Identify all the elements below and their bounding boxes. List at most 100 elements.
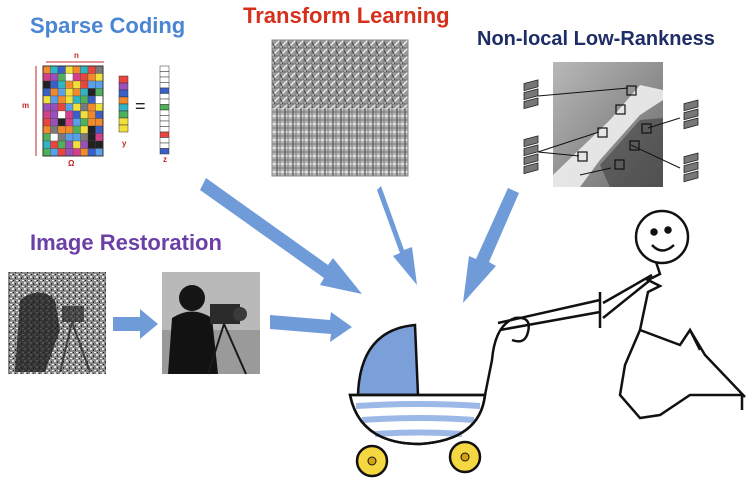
z-vector-cell [160, 99, 169, 105]
arrow-denoise [113, 309, 158, 339]
matrix-cell [96, 96, 104, 104]
matrix-cell [96, 66, 104, 74]
matrix-cell [43, 119, 51, 127]
matrix-cell [96, 74, 104, 82]
z-vector-cell [160, 83, 169, 89]
stroller-hood [358, 325, 418, 395]
matrix-m-label: m [22, 101, 29, 110]
z-vector-cell [160, 105, 169, 111]
matrix-cell [81, 104, 89, 112]
matrix-cell [43, 104, 51, 112]
matrix-cell [81, 81, 89, 89]
z-vector [160, 66, 169, 154]
matrix-cell [51, 149, 59, 157]
stroller-wheel-left [357, 446, 387, 476]
matrix-cell [88, 74, 96, 82]
matrix-cell [43, 66, 51, 74]
matrix-cell [43, 126, 51, 134]
matrix-cell [73, 111, 81, 119]
matrix-cell [51, 96, 59, 104]
matrix-n-label: n [74, 51, 79, 60]
matrix-cell [66, 149, 74, 157]
matrix-cell [81, 66, 89, 74]
matrix-cell [88, 126, 96, 134]
matrix-cell [66, 126, 74, 134]
matrix-cell [73, 66, 81, 74]
matrix-cell [81, 111, 89, 119]
matrix-cell [51, 104, 59, 112]
matrix-cell [43, 134, 51, 142]
y-vector-cell [119, 111, 128, 118]
matrix-cell [58, 74, 66, 82]
matrix-cell [58, 141, 66, 149]
y-vector-cell [119, 104, 128, 111]
matrix-cell [43, 111, 51, 119]
arrow-restoration-to-stroller [270, 312, 352, 342]
y-vector-cell [119, 90, 128, 97]
nonlocal-patch-figure [524, 62, 698, 187]
matrix-cell [51, 111, 59, 119]
matrix-cell [81, 149, 89, 157]
y-vector-cell [119, 125, 128, 132]
stick-figure-head [636, 211, 688, 263]
matrix-cell [88, 81, 96, 89]
matrix-cell [58, 134, 66, 142]
stroller [350, 292, 600, 476]
matrix-cell [73, 141, 81, 149]
z-vector-cell [160, 127, 169, 133]
matrix-cell [58, 104, 66, 112]
matrix-omega-label: Ω [68, 159, 75, 168]
matrix-cell [81, 89, 89, 97]
matrix-cell [81, 141, 89, 149]
matrix-cell [88, 149, 96, 157]
matrix-cell [51, 141, 59, 149]
matrix-cell [66, 66, 74, 74]
matrix-cell [73, 134, 81, 142]
matrix-cell [66, 134, 74, 142]
y-vector-cell [119, 83, 128, 90]
stick-figure [603, 211, 745, 418]
matrix-cell [88, 104, 96, 112]
matrix-cell [43, 74, 51, 82]
matrix-cell [96, 126, 104, 134]
matrix-cell [58, 81, 66, 89]
matrix-cell [96, 111, 104, 119]
matrix-cell [66, 89, 74, 97]
matrix-cell [96, 104, 104, 112]
y-vector-label: y [122, 139, 127, 148]
z-vector-cell [160, 94, 169, 100]
matrix-cell [88, 66, 96, 74]
matrix-cell [51, 119, 59, 127]
matrix-cell [88, 134, 96, 142]
matrix-cell [66, 74, 74, 82]
matrix-cell [73, 89, 81, 97]
matrix-cell [66, 111, 74, 119]
matrix-cell [73, 104, 81, 112]
matrix-cell [43, 96, 51, 104]
z-vector-cell [160, 77, 169, 83]
z-vector-cell [160, 149, 169, 155]
matrix-cell [43, 149, 51, 157]
restored-image [162, 272, 260, 374]
matrix-cell [73, 74, 81, 82]
matrix-cell [73, 126, 81, 134]
matrix-cell [66, 96, 74, 104]
z-vector-cell [160, 116, 169, 122]
matrix-cell [81, 96, 89, 104]
matrix-cell [43, 81, 51, 89]
z-vector-cell [160, 132, 169, 138]
matrix-cell [96, 141, 104, 149]
matrix-cell [96, 89, 104, 97]
dictionary-matrix [43, 66, 103, 156]
matrix-cell [51, 89, 59, 97]
matrix-cell [51, 81, 59, 89]
matrix-cell [58, 89, 66, 97]
matrix-cell [51, 74, 59, 82]
matrix-cell [58, 66, 66, 74]
matrix-cell [66, 104, 74, 112]
y-vector-cell [119, 97, 128, 104]
z-vector-cell [160, 66, 169, 72]
matrix-cell [96, 81, 104, 89]
